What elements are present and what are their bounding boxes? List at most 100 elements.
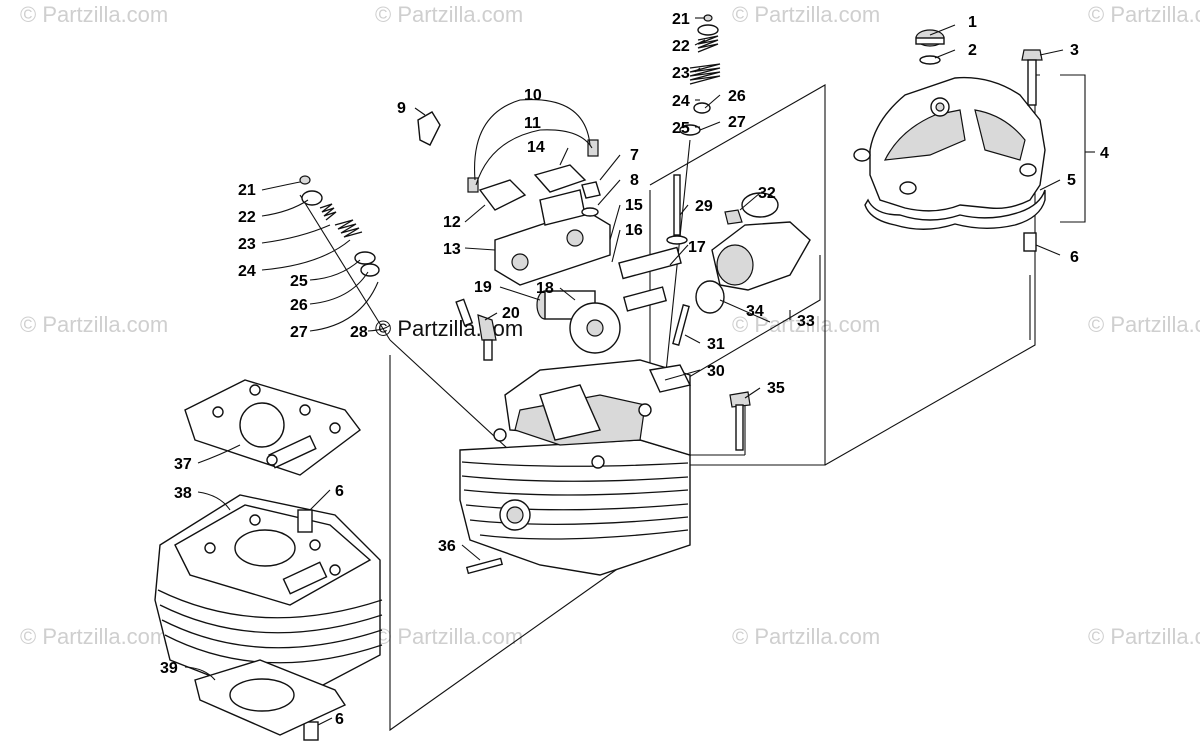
callout-24: 24 [672,93,690,110]
callout-2: 2 [968,42,977,59]
callout-29: 29 [695,198,713,215]
bolt [729,391,751,408]
head-group-line [640,84,826,466]
shaft-line [475,129,593,186]
dowel-pin [1023,232,1037,252]
callout-20: 20 [502,305,520,322]
callout-6-bottom: 6 [335,711,344,728]
filler-cap [915,29,945,65]
nut [581,181,601,199]
callouts: 1 2 3 4 5 6 7 8 9 10 11 12 13 14 15 16 1… [160,11,1109,728]
dowel-pin [303,721,319,741]
head-gasket [184,379,361,476]
cylinder-head [459,359,692,576]
callout-12: 12 [443,214,461,231]
callout-1: 1 [968,14,977,31]
valve-cover [853,76,1046,230]
callout-6-mid: 6 [335,483,344,500]
callout-32: 32 [758,185,776,202]
cylinder-group-line [389,355,631,732]
callout-5: 5 [1067,172,1076,189]
nut [724,209,743,225]
valve [673,174,681,236]
callout-27-left: 27 [290,324,308,341]
callout-11: 11 [524,115,541,132]
valve-stem-line [389,339,521,461]
callout-25: 25 [672,120,690,137]
callout-26: 26 [728,88,746,105]
watermark: © Partzilla.com [1088,312,1200,337]
callout-17: 17 [688,239,706,256]
callout-9: 9 [397,100,406,117]
callout-13: 13 [443,241,461,258]
callout-28: 28 [350,324,368,341]
bracket [417,111,441,146]
watermark: © Partzilla.com [375,2,523,27]
rocker-arm [533,164,587,193]
callout-30: 30 [707,363,725,380]
callout-14: 14 [527,139,545,156]
watermark: © Partzilla.com [20,2,168,27]
camshaft [536,290,621,354]
callout-18: 18 [536,280,554,297]
watermark: © Partzilla.com [1088,624,1200,649]
callout-35: 35 [767,380,785,397]
callout-24-left: 24 [238,263,256,280]
rocker-arm [478,179,527,211]
callout-7: 7 [630,147,639,164]
watermark: © Partzilla.com [375,316,523,341]
rocker-shaft [623,286,667,312]
stud [672,304,690,346]
callout-39: 39 [160,660,178,677]
callout-37: 37 [174,456,192,473]
watermark: © Partzilla.com [1088,2,1200,27]
callout-8: 8 [630,172,639,189]
callout-34: 34 [746,303,764,320]
watermark: © Partzilla.com [20,624,168,649]
watermark: © Partzilla.com [732,624,880,649]
watermarks: © Partzilla.com © Partzilla.com © Partzi… [20,2,1200,649]
rocker-shaft-end [587,139,599,157]
callout-21: 21 [672,11,690,28]
callout-33: 33 [797,313,815,330]
intake-pipe [695,192,811,314]
callout-22: 22 [672,38,690,55]
callout-10: 10 [524,87,542,104]
callout-23: 23 [672,65,690,82]
stud [465,557,504,575]
callout-16: 16 [625,222,643,239]
callout-22-left: 22 [238,209,256,226]
bolt-shank [735,404,744,451]
spark-plug [455,298,497,361]
callout-27: 27 [728,114,746,131]
valve-line-left [299,194,391,341]
watermark: © Partzilla.com [732,2,880,27]
dowel-pin [297,509,313,533]
callout-31: 31 [707,336,725,353]
callout-21-left: 21 [238,182,256,199]
callout-15: 15 [625,197,643,214]
watermark: © Partzilla.com [20,312,168,337]
watermark: © Partzilla.com [375,624,523,649]
callout-23-left: 23 [238,236,256,253]
callout-19: 19 [474,279,492,296]
callout-36: 36 [438,538,456,555]
valve-spring-left [299,175,380,277]
cylinder-block [154,494,383,706]
callout-6: 6 [1070,249,1079,266]
callout-3: 3 [1070,42,1079,59]
intake-oring [695,280,725,314]
callout-25-left: 25 [290,273,308,290]
base-gasket [194,659,347,736]
cover-bolt [1021,49,1043,106]
valve-head [666,235,688,245]
rocker-shaft-end [467,177,479,193]
callout-4: 4 [1100,145,1109,162]
rocker-holder [494,189,611,286]
leader-lines [184,17,1095,726]
callout-26-left: 26 [290,297,308,314]
callout-38: 38 [174,485,192,502]
washer [581,207,599,217]
shaft-line [473,98,591,181]
